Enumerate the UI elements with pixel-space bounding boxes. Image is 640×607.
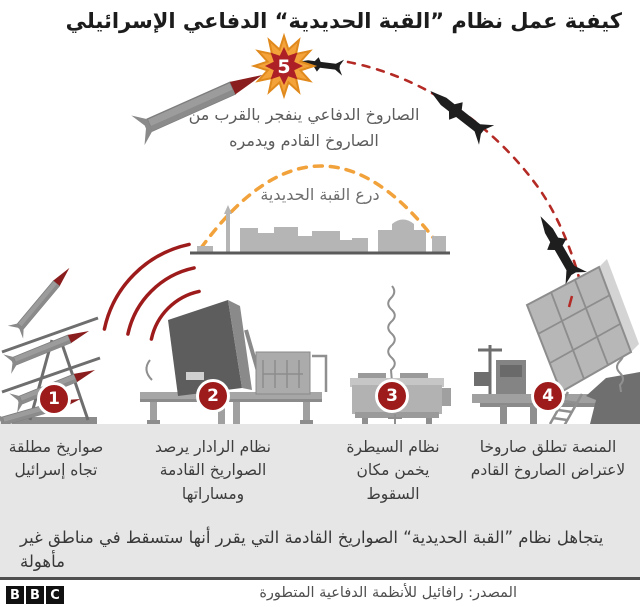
page-title: كيفية عمل نظام ”القبة الحديدية“ الدفاعي … xyxy=(65,9,622,33)
step-4-badge: 4 xyxy=(531,379,565,413)
launch-flame-icon xyxy=(567,295,574,308)
bbc-logo: B B C xyxy=(6,586,64,604)
bbc-logo-letter: B xyxy=(26,586,44,604)
step-3-caption: نظام السيطرة يخمن مكان السقوط xyxy=(346,438,440,503)
interceptor-missile-icon xyxy=(422,81,495,145)
step-5-number: 5 xyxy=(277,56,290,78)
intercept-caption: الصاروخ الدفاعي ينفجر بالقرب من الصاروخ … xyxy=(188,105,420,150)
step-1-caption: صواريخ مطلقة تجاه إسرائيل xyxy=(8,438,104,480)
dome-shield-arc xyxy=(199,164,443,250)
step-4-caption: المنصة تطلق صاروخا لاعتراض الصاروخ القاد… xyxy=(470,438,626,480)
step-2-badge: 2 xyxy=(196,379,230,413)
launcher-platform xyxy=(472,259,640,427)
city-skyline xyxy=(190,205,450,255)
bbc-logo-letter: B xyxy=(6,586,24,604)
footnote-text: يتجاهل نظام ”القبة الحديدية“ الصواريخ ال… xyxy=(20,528,604,571)
radar-unit xyxy=(140,300,328,424)
source-attribution: المصدر: رافائيل للأنظمة الدفاعية المتطور… xyxy=(259,585,517,601)
dome-shield-label: درع القبة الحديدية xyxy=(260,185,380,204)
step-3-badge: 3 xyxy=(375,379,409,413)
ground-band xyxy=(0,424,640,577)
step-1-badge: 1 xyxy=(37,382,71,416)
footer-divider xyxy=(0,577,640,580)
step-2-caption: نظام الرادار يرصد الصواريخ القادمة ومسار… xyxy=(155,438,271,503)
flying-rocket-icon xyxy=(7,260,78,340)
bbc-logo-letter: C xyxy=(46,586,64,604)
interceptor-trajectory-arc xyxy=(346,60,586,300)
explosion-burst: 5 xyxy=(250,32,318,100)
rocket-launcher-group xyxy=(0,260,101,434)
